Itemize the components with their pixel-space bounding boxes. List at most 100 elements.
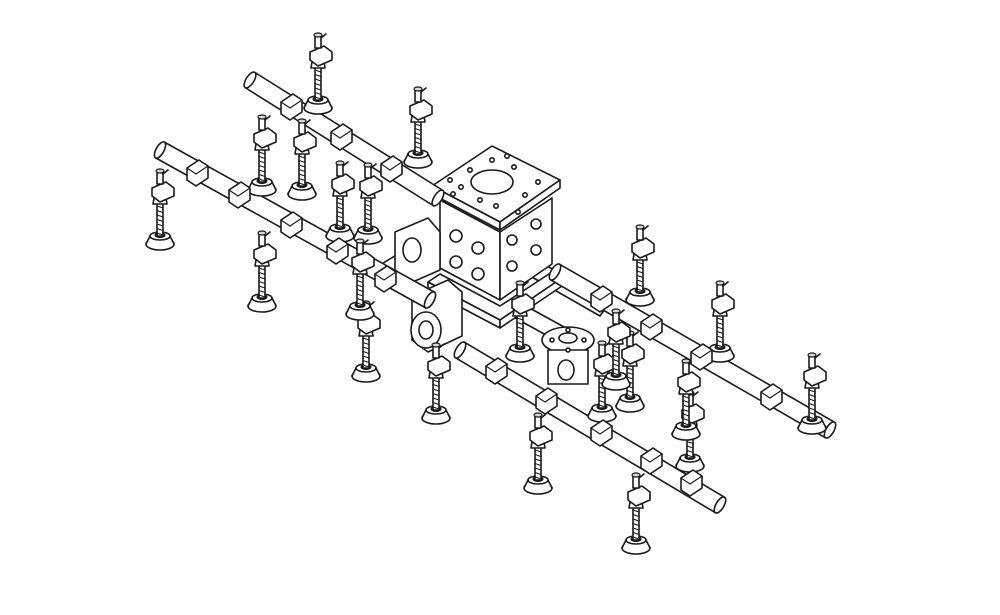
tube-clamp	[326, 237, 349, 265]
beam-top-end-cap	[243, 71, 257, 89]
air-fitting-icon	[682, 361, 690, 375]
beam-bottom	[453, 341, 727, 514]
arm-bracket	[803, 365, 827, 387]
arm-bracket	[621, 343, 645, 365]
tube-clamp	[485, 357, 508, 385]
beam-left-end-cap	[423, 291, 437, 309]
suction-cup-assembly	[621, 472, 651, 555]
clamp-group	[186, 93, 783, 497]
suction-cup-assembly	[287, 118, 317, 201]
suction-cup-assembly	[247, 114, 277, 197]
arm-bracket	[677, 371, 701, 393]
suction-cup-assembly	[523, 412, 553, 495]
air-fitting-icon	[432, 345, 440, 359]
tube-clamp	[228, 181, 251, 209]
central-bore-icon	[470, 169, 514, 195]
arm-bracket	[253, 243, 277, 265]
tube-clamp	[760, 383, 783, 411]
threaded-stem	[258, 263, 266, 299]
threaded-stem	[682, 391, 690, 427]
beam-right-end-cap	[548, 263, 562, 281]
threaded-stem	[364, 195, 372, 231]
tube-clamp	[374, 265, 397, 293]
air-fitting-icon	[356, 241, 364, 255]
arm-bracket	[631, 237, 655, 259]
suction-cup-assembly	[505, 280, 535, 363]
secondary-hub	[541, 326, 595, 385]
suction-cup-assembly	[403, 86, 433, 169]
arm-bracket	[293, 131, 317, 153]
threaded-stem	[636, 257, 644, 293]
suction-cup-assembly	[345, 238, 375, 321]
tube-clamp	[280, 211, 303, 239]
threaded-stem	[336, 193, 344, 229]
suction-cup-assembly	[587, 340, 617, 423]
air-fitting-icon	[258, 233, 266, 247]
suction-cup-assembly	[601, 308, 631, 391]
tube-clamp	[535, 387, 558, 415]
suction-cup-assembly	[625, 224, 655, 307]
flange-bolt-holes	[446, 153, 541, 216]
suction-cup-assembly	[797, 352, 827, 435]
beam-left-end-cap	[153, 141, 167, 159]
threaded-stem	[432, 375, 440, 411]
tube-clamp	[590, 419, 613, 447]
threaded-stem	[716, 313, 724, 349]
suction-cup-group	[145, 32, 827, 555]
tube-clamp	[186, 159, 209, 187]
air-fitting-icon	[598, 343, 606, 357]
air-fitting-icon	[632, 475, 640, 489]
arm-bracket	[359, 175, 383, 197]
air-fitting-icon	[156, 171, 164, 185]
threaded-stem	[612, 341, 620, 377]
threaded-stem	[534, 445, 542, 481]
tube-clamp	[690, 343, 713, 371]
air-fitting-icon	[612, 311, 620, 325]
air-fitting-icon	[534, 415, 542, 429]
suction-cup-assembly	[303, 32, 333, 115]
tube-clamp	[640, 447, 663, 475]
threaded-stem	[632, 505, 640, 541]
air-fitting-icon	[414, 89, 422, 103]
threaded-stem	[808, 385, 816, 421]
arm-bracket	[529, 425, 553, 447]
tube-clamp	[640, 313, 663, 341]
arm-bracket	[331, 173, 355, 195]
arm-bracket	[627, 485, 651, 507]
threaded-stem	[362, 333, 370, 369]
threaded-stem	[298, 151, 306, 187]
threaded-stem	[356, 271, 364, 307]
suction-cup-assembly	[353, 162, 383, 245]
arm-bracket	[253, 127, 277, 149]
air-fitting-icon	[336, 163, 344, 177]
air-fitting-icon	[636, 227, 644, 241]
beam-bottom-end-cap	[713, 496, 727, 514]
threaded-stem	[314, 65, 322, 101]
suction-cup-assembly	[671, 358, 701, 441]
arm-bracket	[711, 293, 735, 315]
air-fitting-icon	[516, 283, 524, 297]
air-fitting-icon	[808, 355, 816, 369]
threaded-stem	[156, 201, 164, 237]
beam-bottom-end-cap	[453, 341, 467, 359]
tube-clamp	[380, 155, 403, 183]
arm-bracket	[351, 251, 375, 273]
threaded-stem	[258, 147, 266, 183]
air-fitting-icon	[298, 121, 306, 135]
tube-clamp	[330, 123, 353, 151]
threaded-stem	[414, 119, 422, 155]
arm-bracket	[607, 321, 631, 343]
air-fitting-icon	[364, 165, 372, 179]
arm-bracket	[427, 355, 451, 377]
suction-cup-assembly	[325, 160, 355, 243]
tube-clamp	[680, 469, 703, 497]
arm-bracket	[309, 45, 333, 67]
suction-cup-assembly	[145, 168, 175, 251]
tube-clamp	[280, 93, 303, 121]
arm-bracket	[409, 99, 433, 121]
beam-top-end-cap	[431, 189, 445, 207]
arm-bracket	[511, 293, 535, 315]
air-fitting-icon	[716, 283, 724, 297]
